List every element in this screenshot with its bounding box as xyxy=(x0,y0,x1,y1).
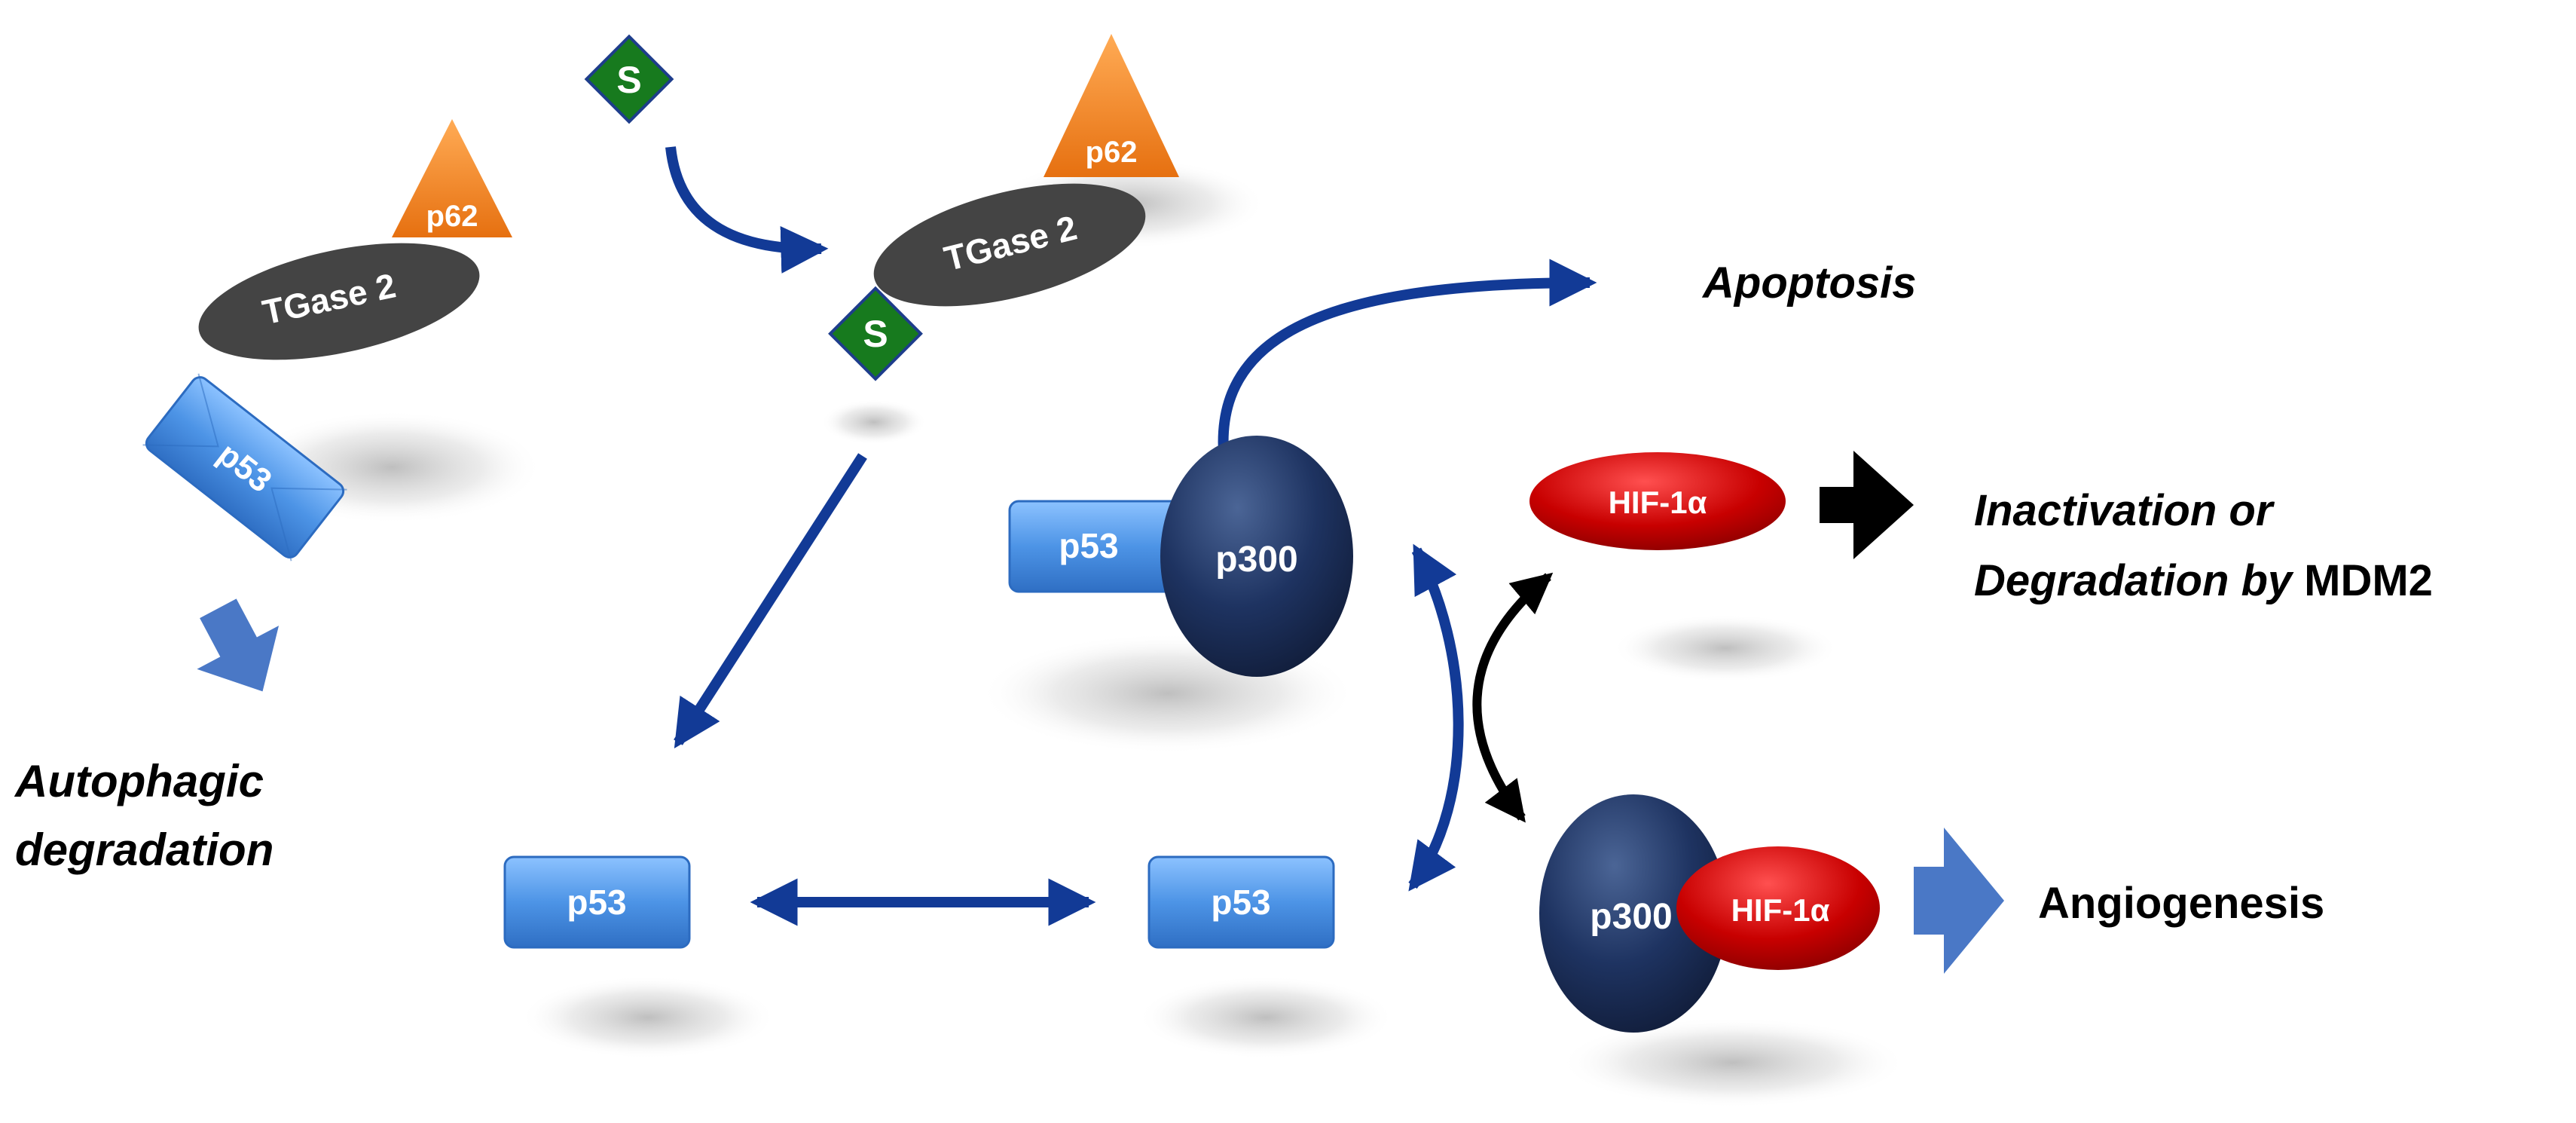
p53-left-block xyxy=(145,376,345,558)
p62-left-label: p62 xyxy=(426,200,478,233)
s-binding-arrow xyxy=(665,146,829,274)
hif-bottom-label: HIF-1α xyxy=(1731,892,1830,928)
mdm2-text: MDM2 xyxy=(2304,556,2433,605)
p53-bottom-right-label: p53 xyxy=(1211,883,1270,922)
p62-left-triangle xyxy=(392,119,512,237)
s-free-label: S xyxy=(616,59,641,101)
p300-bottom-label: p300 xyxy=(1590,897,1672,937)
inactivation-arrow xyxy=(1820,451,1914,559)
shadow-p53-bottom-left xyxy=(520,976,776,1059)
right-complex: p62 TGase 2 S xyxy=(828,34,1179,381)
hif-top-label: HIF-1α xyxy=(1609,485,1707,520)
s-free-diamond xyxy=(584,34,674,124)
autophagic-block-arrow xyxy=(197,598,280,692)
tgase-right-ellipse xyxy=(873,183,1146,307)
degradation-by-text: Degradation by xyxy=(1974,556,2294,605)
p53-bottom-left-label: p53 xyxy=(567,883,626,922)
autophagic-label-line2: degradation xyxy=(15,825,273,875)
p53-bottom-right-group: p53 xyxy=(1147,855,1335,949)
shadow-hif-top xyxy=(1612,614,1838,682)
p300-hif-complex: p300 HIF-1α xyxy=(1539,794,1880,1033)
shadow-bound-s xyxy=(821,399,927,445)
apoptosis-label: Apoptosis xyxy=(1701,259,1917,308)
p53-bottom-right-block xyxy=(1147,855,1335,949)
hif-bottom-ellipse xyxy=(1676,846,1880,970)
p53-complex-label: p53 xyxy=(1059,526,1118,565)
p62-right-triangle xyxy=(1044,34,1179,177)
p300-top-ellipse xyxy=(1160,436,1353,677)
hif-top-group: HIF-1α xyxy=(1529,452,1786,550)
p53-bottom-left-group: p53 xyxy=(503,855,691,949)
s-bound-diamond xyxy=(828,286,923,381)
apoptosis-arrow xyxy=(1218,259,1597,503)
inactivation-label-line1: Inactivation or xyxy=(1974,486,2275,535)
hif-top-ellipse xyxy=(1529,452,1786,550)
p53-bottom-left-block xyxy=(503,855,691,949)
hif-switch-arrow xyxy=(1472,572,1554,823)
s-bound-label: S xyxy=(863,313,888,355)
p300-exchange-arrow xyxy=(1408,543,1464,892)
angiogenesis-label: Angiogenesis xyxy=(2038,879,2324,928)
p62-right-label: p62 xyxy=(1086,136,1138,169)
left-complex: p62 TGase 2 p53 xyxy=(142,119,512,562)
tgase-left-ellipse xyxy=(198,243,480,360)
shadow-p53-bottom-right xyxy=(1138,976,1394,1059)
p53-p300-complex: p53 p300 xyxy=(1008,436,1353,677)
shadow-p300-hif-bottom xyxy=(1560,1017,1906,1108)
p300-bottom-ellipse xyxy=(1539,794,1728,1033)
autophagic-label-line1: Autophagic xyxy=(14,756,264,806)
release-p53-arrow xyxy=(674,453,867,748)
p300-top-label: p300 xyxy=(1215,540,1297,580)
angiogenesis-block-arrow xyxy=(1914,828,2004,974)
s-free-group: S xyxy=(584,34,674,124)
